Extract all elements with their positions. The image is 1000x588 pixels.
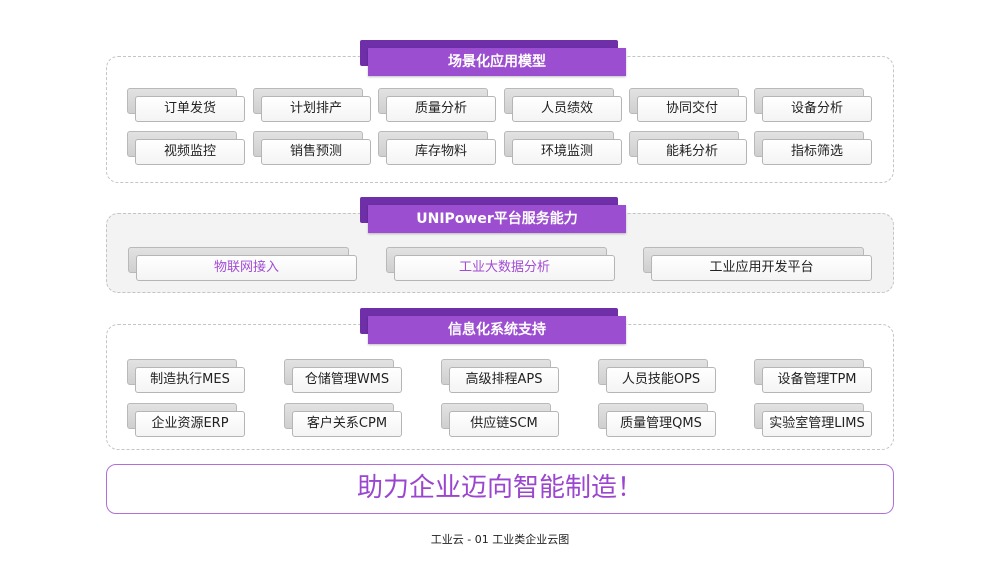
scenario-app-title: 场景化应用模型 <box>360 40 626 76</box>
scenario-tile: 视频监控 <box>127 131 245 165</box>
system-tile: 高级排程APS <box>441 359 559 393</box>
platform-tile-bigdata: 工业大数据分析 <box>386 247 615 281</box>
system-tile: 人员技能OPS <box>598 359 716 393</box>
system-tile: 制造执行MES <box>127 359 245 393</box>
info-system-title: 信息化系统支持 <box>360 308 626 344</box>
scenario-tile: 协同交付 <box>629 88 747 122</box>
scenario-tile: 订单发货 <box>127 88 245 122</box>
system-tile: 供应链SCM <box>441 403 559 437</box>
scenario-tile: 指标筛选 <box>754 131 872 165</box>
scenario-tile: 计划排产 <box>253 88 371 122</box>
system-tile: 质量管理QMS <box>598 403 716 437</box>
scenario-tile: 质量分析 <box>378 88 496 122</box>
system-tile: 仓储管理WMS <box>284 359 402 393</box>
slogan-banner: 助力企业迈向智能制造！ <box>106 464 894 514</box>
system-tile: 设备管理TPM <box>754 359 872 393</box>
platform-tile-devplatform: 工业应用开发平台 <box>643 247 872 281</box>
scenario-tile: 库存物料 <box>378 131 496 165</box>
scenario-tile: 人员绩效 <box>504 88 622 122</box>
system-tile: 客户关系CPM <box>284 403 402 437</box>
figure-caption: 工业云 - 01 工业类企业云图 <box>430 533 570 546</box>
scenario-tile: 环境监测 <box>504 131 622 165</box>
platform-tile-iot: 物联网接入 <box>128 247 357 281</box>
scenario-tile: 设备分析 <box>754 88 872 122</box>
system-tile: 实验室管理LIMS <box>754 403 872 437</box>
platform-service-title: UNIPower平台服务能力 <box>360 197 626 233</box>
system-tile: 企业资源ERP <box>127 403 245 437</box>
scenario-tile: 能耗分析 <box>629 131 747 165</box>
scenario-tile: 销售预测 <box>253 131 371 165</box>
